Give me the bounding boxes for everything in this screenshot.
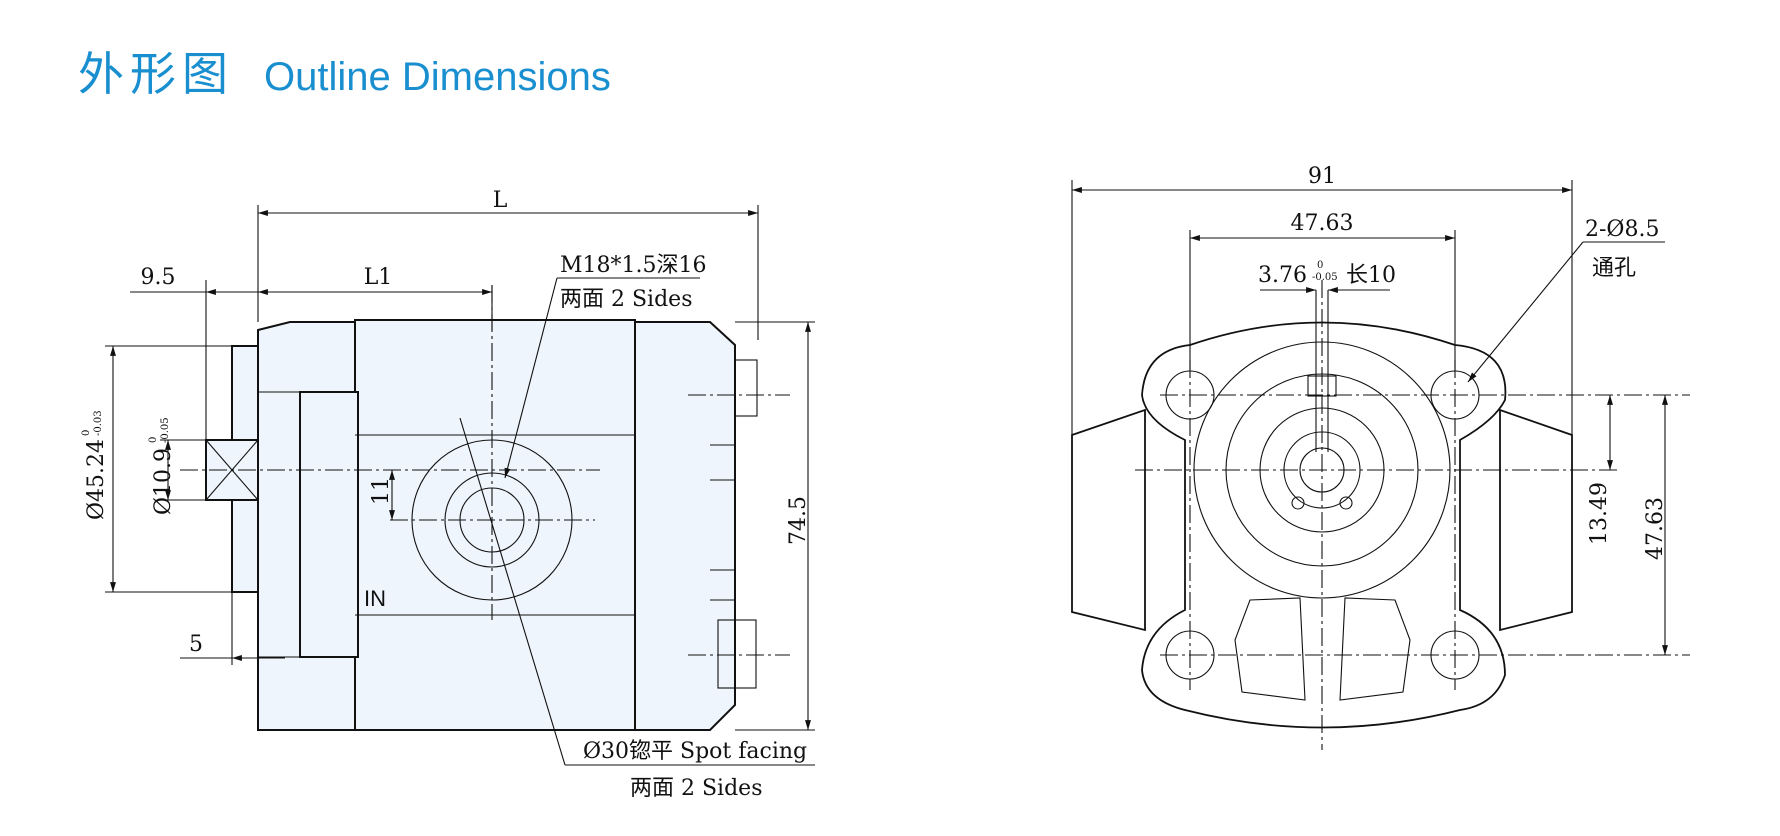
- dim-74-5-label: 74.5: [786, 496, 811, 545]
- pump-body: [354, 319, 636, 731]
- dim-diam-10-label: Ø10.9: [151, 448, 176, 515]
- page-title: 外形图 Outline Dimensions: [78, 38, 611, 101]
- dim-91-label: 91: [1308, 164, 1336, 189]
- rear-cover: [634, 321, 736, 731]
- side-view: L L1 9.5 5 Ø45.24 0 -0.03 Ø10.9 0 -0.05: [81, 188, 815, 801]
- dim-diam-45-tol-lo: -0.03: [93, 410, 104, 436]
- key-tol-up: 0: [1317, 260, 1323, 271]
- bolt-head-upper: [734, 359, 758, 417]
- dim-diam-45-label: Ø45.24: [84, 439, 109, 520]
- dim-L1-label: L1: [364, 265, 393, 290]
- dim-diam-45-tol-up: 0: [81, 430, 92, 436]
- pocket-right: [1339, 597, 1411, 701]
- left-wing: [1071, 408, 1146, 632]
- thread-note: M18*1.5深16: [560, 253, 707, 278]
- hole-note-cn: 通孔: [1592, 256, 1636, 281]
- bolt-head-lower: [717, 619, 757, 689]
- dim-9-5-label: 9.5: [141, 265, 176, 290]
- facing-sides: 两面 2 Sides: [630, 776, 762, 801]
- dim-47-63-top-label: 47.63: [1291, 211, 1354, 236]
- front-flange-outline: [1141, 321, 1507, 729]
- right-wing: [1499, 408, 1573, 632]
- dim-diam-10-tol-lo: -0.05: [160, 417, 171, 443]
- dim-11-label: 11: [369, 477, 394, 505]
- flange-step: [299, 391, 359, 658]
- facing-note: Ø30锪平 Spot facing: [583, 739, 807, 764]
- dim-47-63-side-label: 47.63: [1643, 497, 1668, 560]
- thread-sides: 两面 2 Sides: [560, 287, 692, 312]
- dim-diam-10-tol-up: 0: [148, 437, 159, 443]
- key-width-label: 3.76: [1258, 263, 1307, 288]
- title-chinese: 外形图: [78, 47, 234, 101]
- key-length-label: 长10: [1346, 263, 1396, 288]
- dim-5-label: 5: [189, 632, 203, 657]
- title-english: Outline Dimensions: [264, 55, 611, 99]
- port-label-in: IN: [364, 586, 386, 611]
- key-tol-lo: -0.05: [1312, 272, 1338, 283]
- pocket-left: [1234, 597, 1306, 701]
- dim-13-49-label: 13.49: [1587, 482, 1612, 545]
- hole-note: 2-Ø8.5: [1585, 217, 1659, 242]
- front-view: 91 47.63 3.76 0 -0.05 长10 2-Ø8.5 通孔 13.4…: [1071, 164, 1690, 750]
- dim-L-label: L: [493, 188, 508, 213]
